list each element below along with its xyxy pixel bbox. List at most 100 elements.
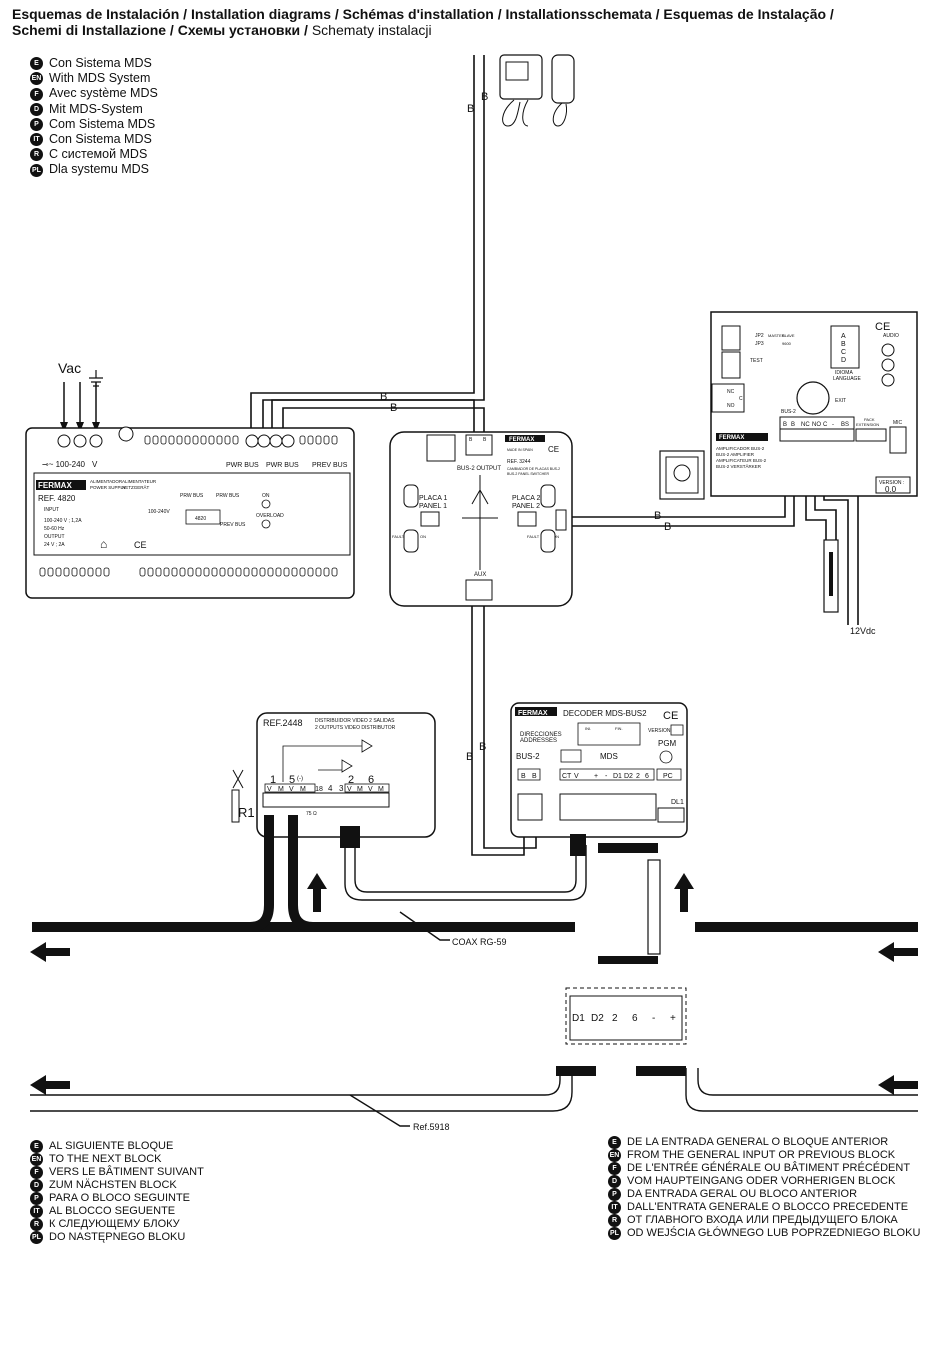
test-label: TEST <box>750 358 763 364</box>
cable-loop-icon <box>502 99 529 127</box>
title-line-2-normal: Schematy instalacji <box>311 22 432 38</box>
ref-leader-line <box>349 1094 410 1127</box>
language-badge: EN <box>608 1149 621 1162</box>
language-option: B <box>841 341 846 348</box>
terminal-screw <box>281 434 295 448</box>
on-label: ON <box>553 534 559 539</box>
legend-text: VOM HAUPTEINGANG ODER VORHERIGEN BLOCK <box>627 1174 896 1187</box>
distributor-terminal-strip <box>262 792 390 808</box>
legend-text: С системой MDS <box>49 147 148 162</box>
volume-knob-icon <box>881 358 895 372</box>
coax-label: COAX RG-59 <box>452 937 507 947</box>
resistor-icon <box>231 789 240 823</box>
legend-text: ZUM NÄCHSTEN BLOCK <box>49 1178 177 1191</box>
terminal-label: - <box>605 773 608 780</box>
language-badge: EN <box>30 1153 43 1166</box>
telephone-handset <box>551 54 575 104</box>
brand-logo-text: FERMAX <box>38 481 72 490</box>
cable-sheath <box>570 834 586 856</box>
panel2-icon <box>517 511 537 527</box>
language-badge: R <box>608 1214 621 1227</box>
distributor-housing <box>256 712 436 838</box>
brand-logo <box>716 433 768 441</box>
arrow-up-icon <box>307 873 327 912</box>
ce-mark: CE <box>134 540 147 550</box>
legend-text: DE LA ENTRADA GENERAL O BLOQUE ANTERIOR <box>627 1135 889 1148</box>
diagram-label: PRW BUS <box>216 493 240 499</box>
vm-strip <box>264 783 316 793</box>
slave-label: SLAVE <box>782 333 795 338</box>
plus18-label: +18 <box>311 786 323 793</box>
panel2-label: PANEL 2 <box>512 503 540 510</box>
language-option: C <box>841 349 846 356</box>
bus2-label: BUS-2 <box>516 752 540 761</box>
vm-label: M <box>300 786 306 793</box>
brand-logo-text: FERMAX <box>509 437 534 443</box>
input-v-label: V <box>92 460 98 469</box>
addresses-label: ADDRESSES <box>520 738 557 744</box>
terminal-label: B <box>521 773 526 780</box>
language-badge: PL <box>608 1227 621 1240</box>
audio-label: AUDIO <box>883 333 899 339</box>
diagram-box <box>185 509 221 525</box>
cable-sheath <box>636 1066 686 1076</box>
distributor-desc: DISTRIBUIDOR VIDEO 2 SALIDAS <box>315 718 395 724</box>
bus-terminal-label-box <box>517 768 541 781</box>
output-6-label: 6 <box>368 774 374 786</box>
panel1-label: PLACA 1 <box>419 495 448 502</box>
pack-extension-connector <box>855 428 887 442</box>
terminal-label: C <box>823 422 828 428</box>
legend-text: Mit MDS-System <box>49 101 143 116</box>
ohm-label: 75 Ω <box>306 811 317 817</box>
legend-text: DE L'ENTRÉE GÉNÉRALE OU BÂTIMENT PRÉCÉDE… <box>627 1161 911 1174</box>
addresses-label: DIRECCIONES <box>520 732 562 738</box>
version-box <box>670 724 684 736</box>
speaker-icon <box>796 381 830 415</box>
signal-arrows <box>462 475 498 570</box>
bus-b-label: B <box>664 521 671 533</box>
junction-terminal-strip <box>569 995 683 1041</box>
bus2-label: BUS-2 <box>781 409 796 415</box>
bus-b-label: B <box>479 741 486 753</box>
amplifier-housing <box>710 311 918 497</box>
junction-label: - <box>652 1013 655 1024</box>
terminal-label: 2 <box>636 773 640 780</box>
vm-strip <box>344 783 390 793</box>
arrow-up-icon <box>674 873 694 912</box>
spec-input: INPUT <box>44 507 59 513</box>
junction-label: 2 <box>612 1013 618 1024</box>
relay-diagram <box>711 383 745 413</box>
language-badge: EN <box>30 72 43 86</box>
terminal-screw <box>57 434 71 448</box>
cable-sheath <box>556 1066 596 1076</box>
version-label: VERSION <box>648 728 671 734</box>
terminal-label: CT <box>562 773 572 780</box>
coax-drop <box>249 815 274 932</box>
arrow-left-icon <box>878 942 918 962</box>
pc-label-box <box>656 768 682 781</box>
coax-drop <box>288 815 314 932</box>
panel-connector <box>540 484 556 508</box>
input-label: ⊸~ 100-240 <box>42 460 86 469</box>
bus-wire <box>250 55 475 440</box>
bus-labels: B B B B B B B B <box>380 91 671 763</box>
on-label: ON <box>262 493 270 499</box>
amplifier-desc: AMPLIFICATEUR BUS-2 <box>716 458 767 463</box>
terminal-label: B <box>783 422 787 428</box>
distributor-ref: REF.2448 <box>263 718 303 728</box>
language-badge: E <box>608 1136 621 1149</box>
legend-text: OD WEJŚCIA GŁÓWNEGO LUB POPRZEDNIEGO BLO… <box>627 1226 921 1239</box>
vm-label: V <box>289 786 294 793</box>
language-label: LANGUAGE <box>833 376 861 382</box>
relay-nc-label: NC <box>727 389 735 395</box>
scissors-icon <box>232 769 244 789</box>
mount-hole <box>118 426 134 442</box>
power-supply-title: POWER SUPPLY <box>90 485 126 490</box>
